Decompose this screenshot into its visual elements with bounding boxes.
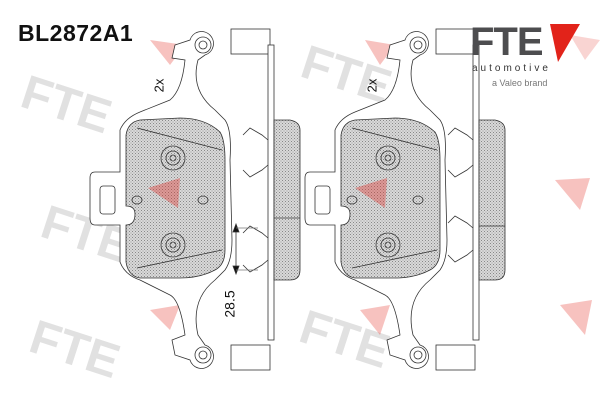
- left-pad-front: [89, 31, 233, 369]
- right-pad-side: [435, 28, 506, 371]
- svg-text:FTE: FTE: [15, 66, 118, 144]
- left-pad-side: [230, 28, 301, 371]
- pad-watermark-triangles: [148, 178, 387, 208]
- brand-sub-tagline: a Valeo brand: [492, 78, 548, 88]
- part-number-title: BL2872A1: [18, 20, 134, 46]
- brand-logo: FTE automotive a Valeo brand: [470, 22, 580, 92]
- quantity-label-right: 2x: [364, 78, 380, 93]
- brand-tagline: automotive: [472, 63, 551, 74]
- brand-name: FTE: [470, 20, 544, 64]
- brand-triangle-icon: [550, 24, 580, 62]
- svg-text:FTE: FTE: [23, 311, 126, 389]
- quantity-label-left: 2x: [151, 78, 167, 93]
- right-pad-front: [304, 31, 448, 369]
- dimension-label: 28.5: [221, 290, 238, 318]
